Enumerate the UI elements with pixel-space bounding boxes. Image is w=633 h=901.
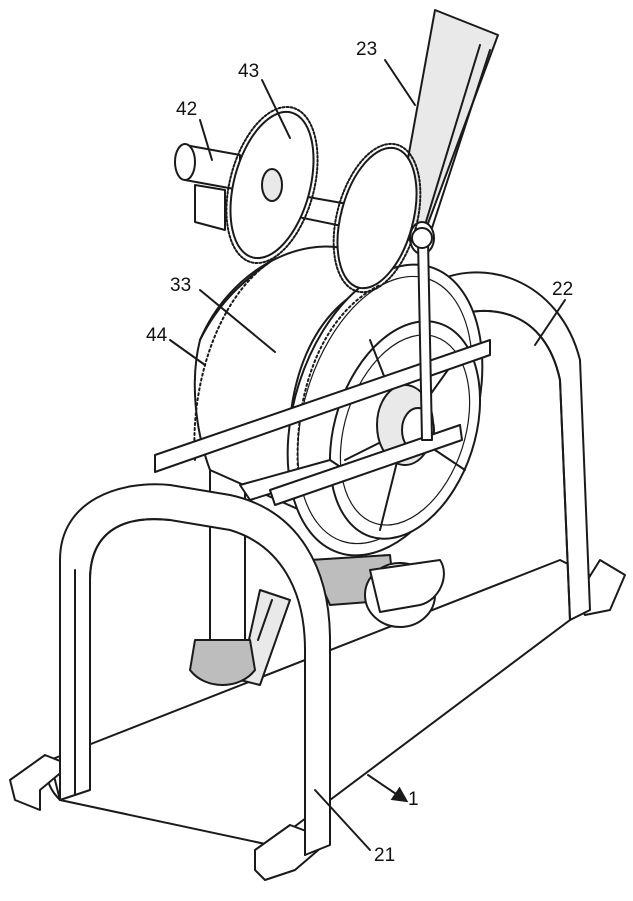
label-42: 42 — [176, 99, 198, 120]
label-1: 1 — [408, 789, 419, 810]
gear-front — [332, 142, 422, 294]
label-23: 23 — [356, 39, 378, 60]
front-arch — [59, 483, 331, 856]
label-44: 44 — [146, 325, 168, 346]
label-21: 21 — [374, 845, 396, 866]
label-33: 33 — [170, 275, 192, 296]
drum-teeth — [193, 261, 381, 491]
leader-lines — [169, 59, 566, 851]
label-22: 22 — [552, 279, 574, 300]
cross-beam — [154, 339, 491, 506]
label-43: 43 — [238, 61, 260, 82]
connecting-rod — [411, 227, 433, 441]
gear-43 — [225, 105, 319, 265]
clamp-roller — [309, 554, 445, 628]
